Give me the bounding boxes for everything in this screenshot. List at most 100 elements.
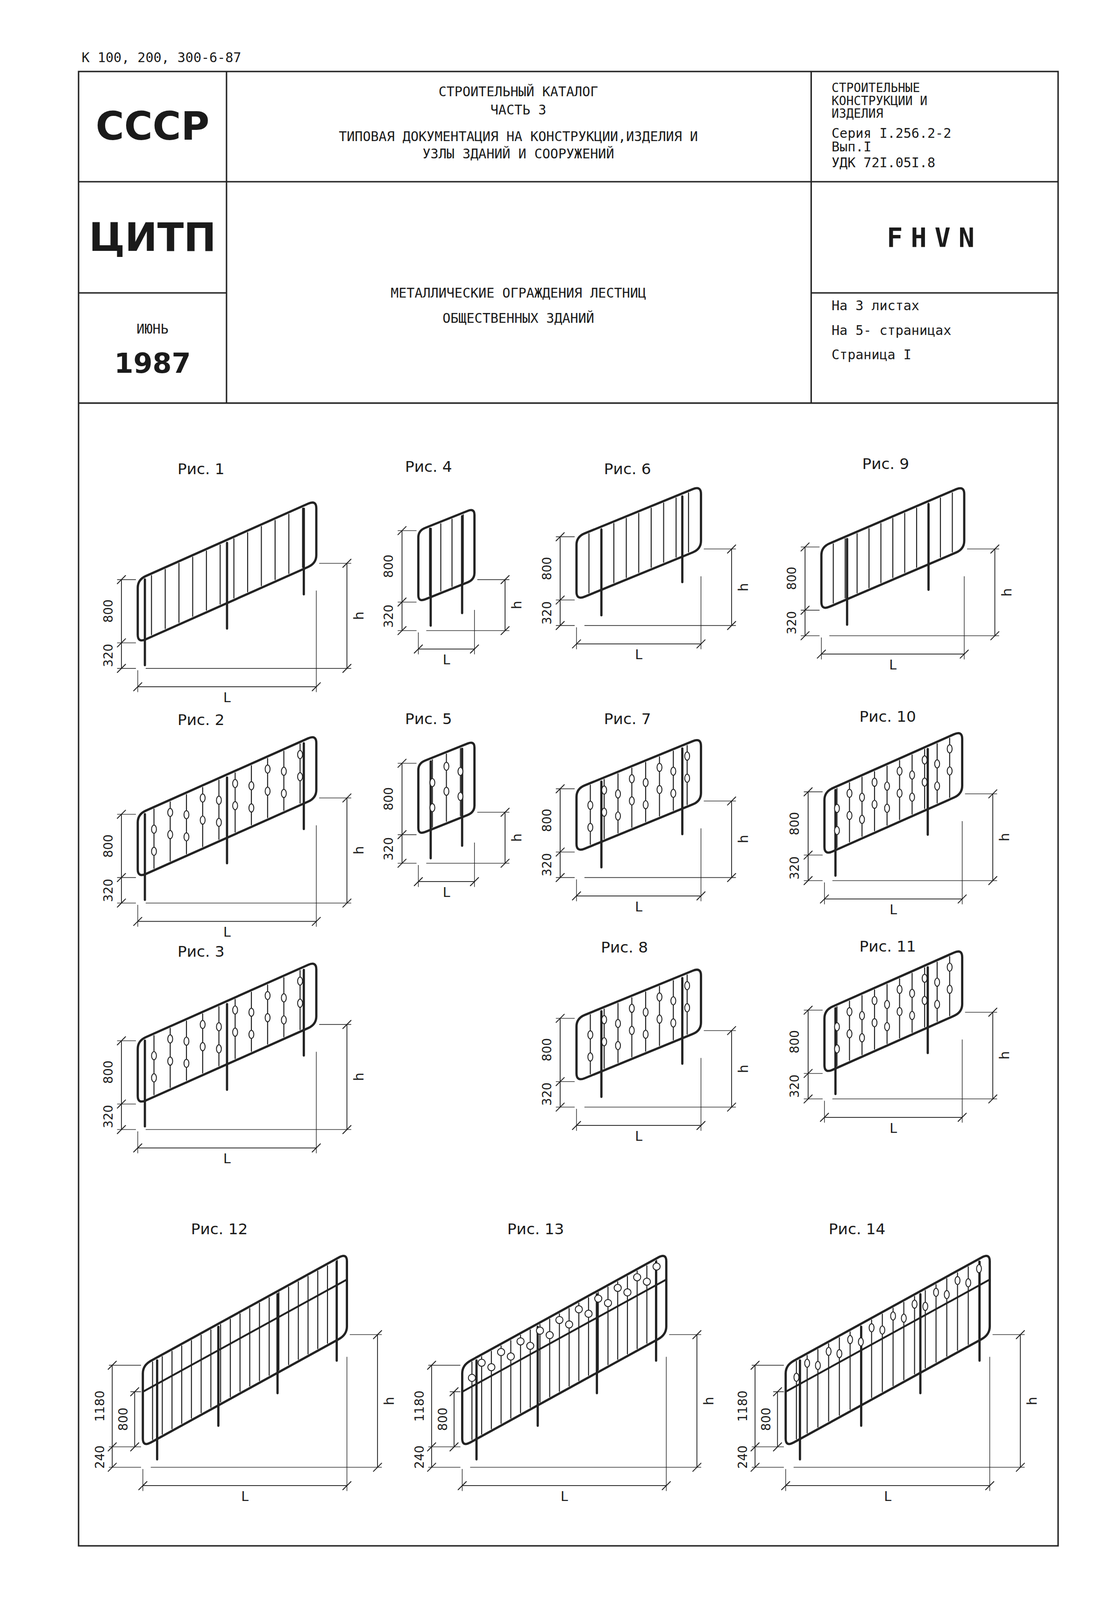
dimension-tick <box>342 1481 351 1490</box>
baluster-ring <box>443 787 449 796</box>
decor-ring <box>546 1331 554 1339</box>
dimension-tick <box>801 606 810 615</box>
railing-post <box>226 777 229 863</box>
dimension-label: 320 <box>787 1074 802 1098</box>
extension-line <box>700 1058 702 1131</box>
baluster-ring <box>249 804 254 812</box>
dimension-tick <box>750 1463 759 1472</box>
baluster-ring <box>184 810 189 819</box>
extension-line <box>752 1365 784 1366</box>
railing-bar <box>675 498 677 558</box>
dimension-tick <box>555 1014 564 1023</box>
dimension-label: L <box>560 1489 569 1505</box>
baluster-ring <box>587 1053 593 1061</box>
extension-line <box>449 1391 461 1393</box>
dimension-tick <box>427 1442 436 1451</box>
dimension-tick <box>985 1481 994 1490</box>
extension-line <box>576 1109 577 1131</box>
dimension-tick <box>414 877 423 886</box>
decor-ring <box>653 1263 661 1271</box>
railing-frame <box>576 740 701 850</box>
railing-bar <box>549 1319 551 1397</box>
dimension-tick <box>449 1442 458 1451</box>
dimension-line <box>120 814 122 904</box>
extension-line <box>428 1446 461 1448</box>
extension-line <box>963 576 965 660</box>
figure-label: Рис. 3 <box>177 943 225 961</box>
dimension-line <box>754 1365 756 1467</box>
frame-line <box>78 180 1059 183</box>
dimension-line <box>453 1391 455 1447</box>
handrail <box>462 1279 667 1392</box>
railing-bar <box>672 751 674 811</box>
baluster-ring <box>249 781 254 790</box>
baluster-ring <box>615 789 621 798</box>
extension-line <box>398 762 417 764</box>
railing-bar <box>327 1265 328 1344</box>
extension-line <box>130 1391 142 1393</box>
dimension-tick <box>342 1020 351 1029</box>
dimension-tick <box>427 1463 436 1472</box>
baluster-ring <box>684 752 690 761</box>
railing-bar <box>836 788 838 848</box>
railing-bar <box>307 1276 309 1354</box>
decor-ring <box>497 1348 505 1356</box>
railing-bar <box>844 538 846 598</box>
baluster-ring <box>834 1045 840 1054</box>
baluster-ring <box>872 996 877 1005</box>
dimension-tick <box>117 1036 126 1045</box>
dimension-tick <box>342 559 351 568</box>
dimension-line <box>137 1147 317 1149</box>
baluster-ring <box>200 1042 206 1051</box>
railing-bar <box>247 532 249 592</box>
railing-bar <box>459 748 461 816</box>
dimension-tick <box>133 682 142 691</box>
dimension-tick <box>414 645 423 654</box>
baluster-ring <box>297 750 303 759</box>
railing-bar <box>200 1335 202 1413</box>
baluster-ring <box>859 793 865 802</box>
dimension-tick <box>958 895 967 904</box>
figure-label: Рис. 11 <box>859 938 917 956</box>
extension-line <box>824 1101 825 1123</box>
baluster-ring <box>457 792 463 801</box>
decor-ring <box>517 1337 525 1345</box>
dimension-line <box>576 895 701 897</box>
baluster-ring <box>184 1037 189 1046</box>
dimension-tick <box>804 1069 812 1078</box>
railing-bar <box>539 1324 541 1402</box>
dimension-tick <box>398 859 406 868</box>
baluster-ring <box>281 993 286 1002</box>
decor-ring <box>565 1320 573 1328</box>
dimension-tick <box>773 1387 782 1396</box>
railing-bar <box>662 503 664 563</box>
baluster-ring <box>601 1037 607 1046</box>
extension-line <box>142 1469 143 1491</box>
dimension-tick <box>804 1095 812 1103</box>
dimension-label: 320 <box>787 856 802 880</box>
dimension-tick <box>572 891 581 900</box>
dimension-label: L <box>889 657 897 674</box>
extension-line <box>804 791 823 792</box>
railing-bar <box>283 977 285 1038</box>
railing-bar <box>151 1361 153 1440</box>
extension-line <box>428 1365 461 1366</box>
decor-ring <box>643 1278 651 1286</box>
baluster-ring <box>643 800 648 809</box>
baluster-ring <box>846 811 852 820</box>
railing-post <box>681 748 684 834</box>
dimension-line <box>807 791 809 881</box>
extension-line <box>145 668 351 669</box>
dimension-label: L <box>442 652 451 669</box>
extension-line <box>117 877 136 878</box>
extension-line <box>700 828 702 902</box>
baluster-ring <box>890 1311 896 1320</box>
railing-bar <box>181 1345 183 1424</box>
railing-bar <box>274 520 276 580</box>
decor-ring <box>487 1363 495 1371</box>
header-text: СТРОИТЕЛЬНЫЙ КАТАЛОГ <box>438 84 599 100</box>
railing-bar <box>302 508 304 568</box>
extension-line <box>801 546 820 548</box>
baluster-ring <box>200 793 206 802</box>
railing-bar <box>645 762 647 822</box>
